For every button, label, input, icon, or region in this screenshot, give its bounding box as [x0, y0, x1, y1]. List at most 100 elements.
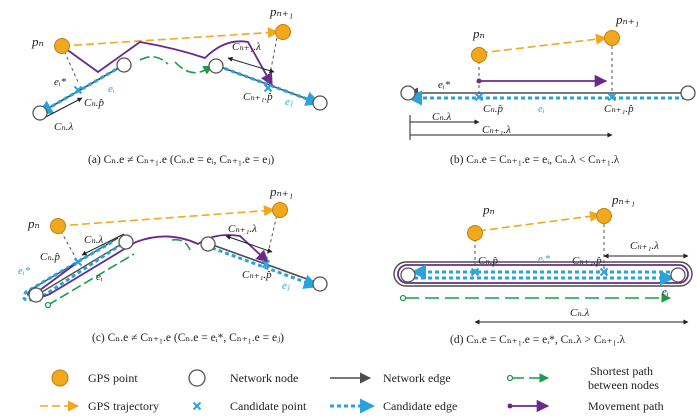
network-node	[116, 57, 132, 73]
label-cn1-lambda: Cₙ₊₁.λ	[232, 41, 261, 53]
network-node	[118, 234, 134, 250]
label-cn-lambda: Cₙ.λ	[432, 111, 452, 123]
label-ei-star: eᵢ*	[438, 79, 451, 91]
network-node	[32, 105, 48, 121]
label-pn: pₙ	[27, 216, 40, 231]
legend-network-node-label: Network node	[230, 371, 298, 385]
label-cn1-lambda: Cₙ₊₁.λ	[228, 223, 257, 235]
panel-b: pₙ pₙ₊₁ eᵢ* Cₙ.p̂ eᵢ Cₙ₊₁.p̂ Cₙ.λ Cₙ₊₁.λ…	[400, 12, 696, 166]
label-cn1-p: Cₙ₊₁.p̂	[242, 269, 272, 281]
gps-point	[272, 202, 288, 218]
shortest-path-start	[399, 294, 407, 302]
projection-line	[267, 31, 279, 86]
label-cn1-lambda: Cₙ₊₁.λ	[482, 124, 511, 136]
legend-gps-trajectory-label: GPS trajectory	[88, 399, 159, 413]
shortest-path	[174, 61, 213, 75]
gps-point	[604, 30, 620, 46]
label-pn: pₙ	[472, 26, 485, 41]
network-edge-loop	[393, 261, 693, 287]
label-cn-p: Cₙ.p̂	[478, 255, 499, 267]
caption-d: (d) Cₙ.e = Cₙ₊₁.e = eᵢ*, Cₙ.λ > Cₙ₊₁.λ	[450, 334, 626, 346]
lambda-bracket	[81, 233, 125, 256]
label-ei-star: eᵢ*	[54, 76, 67, 88]
network-node	[312, 276, 328, 292]
panel-a: pₙ pₙ₊₁ eᵢ* eᵢ Cₙ.p̂ Cₙ.λ Cₙ₊₁.λ Cₙ₊₁.p̂…	[31, 4, 328, 166]
movement-path	[35, 234, 269, 299]
label-pn1: pₙ₊₁	[269, 184, 293, 199]
label-cn1-lambda: Cₙ₊₁.λ	[630, 240, 659, 252]
label-cn-lambda: Cₙ.λ	[570, 307, 590, 319]
label-ei: eᵢ	[538, 103, 545, 115]
legend-candidate-point-label: Candidate point	[230, 399, 307, 413]
lambda-bracket	[225, 235, 273, 253]
caption-b: (b) Cₙ.e = Cₙ₊₁.e = eᵢ, Cₙ.λ < Cₙ₊₁.λ	[450, 154, 620, 166]
gps-point	[596, 208, 612, 224]
legend-network-edge-label: Network edge	[383, 371, 451, 385]
legend-shortest-path-label-1: Shortest path	[590, 364, 653, 378]
projection-line	[265, 209, 279, 263]
gps-point	[471, 47, 487, 63]
legend-movement-path-start	[507, 403, 513, 409]
label-ei: eᵢ	[96, 271, 103, 283]
label-ei-star: eᵢ*	[18, 265, 31, 277]
network-node	[28, 287, 44, 303]
label-cn1-p: Cₙ₊₁.p̂	[604, 103, 634, 115]
network-node	[670, 267, 686, 283]
legend-shortest-path-label-2: between nodes	[588, 378, 659, 392]
legend-gps-point-label: GPS point	[88, 371, 138, 385]
label-cn1-p: Cₙ₊₁.p̂	[572, 255, 602, 267]
label-pn1: pₙ₊₁	[611, 192, 635, 207]
panel-c: pₙ pₙ₊₁ Cₙ.p̂ Cₙ.λ eᵢ* eᵢ Cₙ₊₁.λ Cₙ₊₁.p̂…	[18, 184, 328, 344]
panel-d: pₙ pₙ₊₁ Cₙ.p̂ eᵢ* Cₙ₊₁.p̂ Cₙ₊₁.λ eᵢ Cₙ.λ…	[393, 192, 693, 346]
label-ej: eⱼ	[285, 96, 293, 108]
legend: GPS point Network node Network edge Shor…	[40, 364, 664, 414]
label-pn: pₙ	[482, 202, 495, 217]
label-cn-p: Cₙ.p̂	[40, 251, 61, 263]
gps-trajectory-arrow	[477, 210, 602, 232]
network-node	[200, 236, 216, 252]
label-ej: eⱼ	[282, 280, 290, 292]
gps-point	[275, 24, 291, 40]
legend-candidate-edge-label: Candidate edge	[383, 399, 457, 413]
lambda-bracket	[227, 56, 275, 74]
shortest-path	[47, 253, 135, 306]
gps-trajectory-arrow	[479, 33, 608, 54]
label-cn-p: Cₙ.p̂	[483, 103, 504, 115]
movement-path-loop	[397, 264, 689, 284]
gps-point	[54, 38, 70, 54]
network-node	[208, 58, 224, 74]
caption-a: (a) Cₙ.e ≠ Cₙ₊₁.e (Cₙ.e = eᵢ, Cₙ₊₁.e = e…	[88, 154, 274, 166]
shortest-path	[171, 238, 191, 251]
label-cn1-p: Cₙ₊₁.p̂	[243, 91, 273, 103]
label-ei: eᵢ	[108, 83, 115, 95]
movement-path	[61, 40, 273, 87]
gps-point	[50, 218, 66, 234]
network-node	[680, 85, 696, 101]
legend-gps-point-symbol	[51, 369, 69, 387]
legend-shortest-path-start	[506, 374, 514, 382]
label-pn1: pₙ₊₁	[269, 4, 293, 19]
legend-network-node-symbol	[188, 369, 206, 387]
lambda-bracket	[39, 97, 83, 121]
gps-trajectory-arrow	[57, 205, 276, 227]
label-ei-star: eᵢ*	[538, 253, 551, 265]
shortest-path	[139, 56, 169, 65]
label-cn-lambda: Cₙ.λ	[54, 121, 74, 133]
legend-candidate-point-symbol	[192, 401, 202, 411]
network-node	[400, 85, 416, 101]
network-node	[312, 95, 328, 111]
gps-trajectory-arrow	[61, 27, 280, 47]
shortest-path-start	[44, 301, 52, 309]
network-node	[400, 267, 416, 283]
candidate-edge	[211, 246, 319, 289]
candidate-edge	[37, 64, 123, 115]
gps-point	[467, 225, 483, 241]
label-cn-p: Cₙ.p̂	[84, 97, 105, 109]
label-pn: pₙ	[31, 34, 44, 49]
legend-movement-path-label: Movement path	[588, 399, 664, 413]
label-ei: eᵢ	[662, 286, 669, 298]
label-pn1: pₙ₊₁	[615, 12, 639, 27]
label-cn-lambda: Cₙ.λ	[84, 234, 104, 246]
caption-c: (c) Cₙ.e ≠ Cₙ₊₁.e (Cₙ.e = eᵢ*, Cₙ₊₁.e = …	[92, 332, 284, 344]
